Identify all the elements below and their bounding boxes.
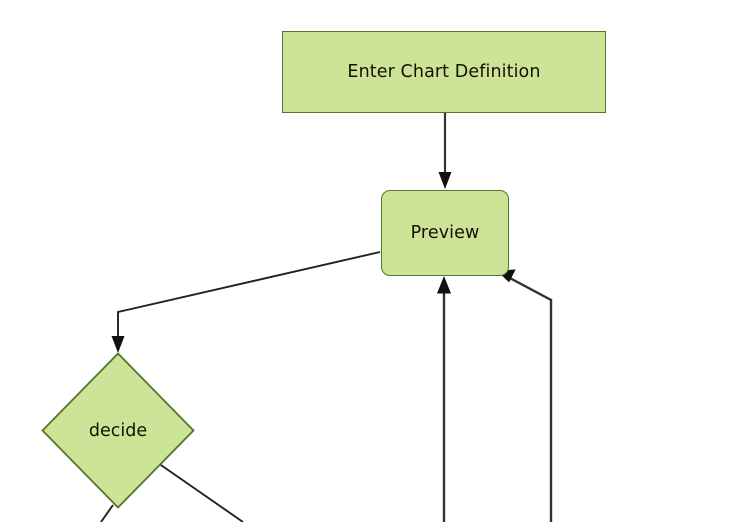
edge-decide-to-offscreen-left [100,504,114,522]
edge-decide-to-offscreen-right [157,462,244,522]
node-enter-chart-definition[interactable]: Enter Chart Definition [282,31,606,113]
node-decide[interactable]: decide [41,352,195,509]
edge-return-right-to-preview [497,269,553,522]
node-preview-label: Preview [410,222,480,243]
edge-enter-to-preview [438,113,452,189]
node-enter-chart-definition-label: Enter Chart Definition [347,61,541,82]
decide-diamond-shape [41,352,195,509]
edge-preview-to-decide [111,251,381,353]
node-preview[interactable]: Preview [381,190,509,276]
edge-return-center-to-preview [437,276,451,522]
